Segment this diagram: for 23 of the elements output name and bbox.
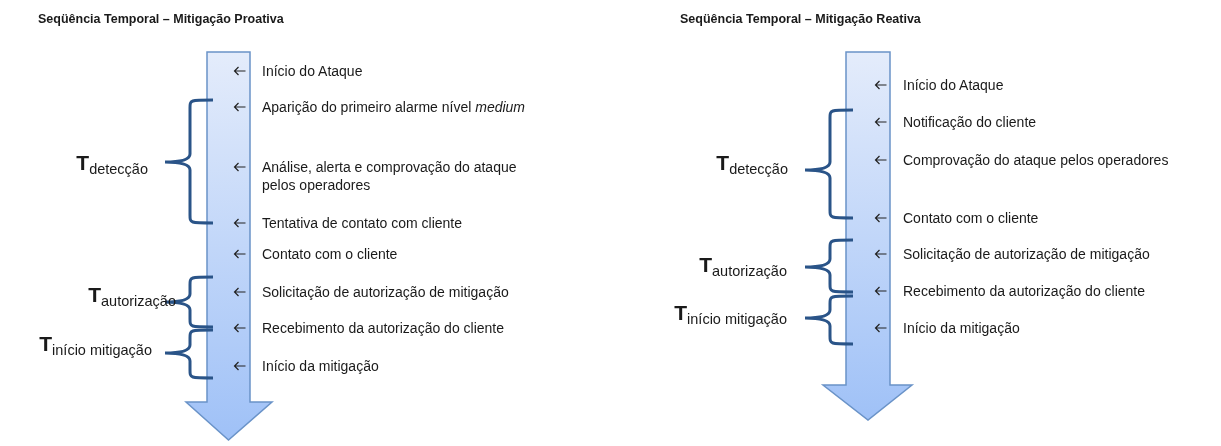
duration-label: T$_{autorização}$	[87, 284, 176, 311]
event-label: Aparição do primeiro alarme nível medium	[262, 98, 526, 116]
duration-label: T$_{autorização}$	[698, 254, 787, 281]
event-label: Início do Ataque	[903, 76, 1005, 94]
event-label: Início do Ataque	[262, 62, 364, 80]
event-label: Recebimento da autorização do cliente	[262, 319, 506, 337]
duration-label: T$_{início mitigação}$	[38, 333, 152, 360]
event-label: Solicitação de autorização de mitigação	[262, 283, 510, 301]
event-label: Início da mitigação	[903, 319, 1021, 337]
event-label: Recebimento da autorização do cliente	[903, 282, 1147, 300]
panel-title: Seqüência Temporal – Mitigação Proativa	[38, 11, 284, 28]
event-label: Início da mitigação	[262, 357, 380, 375]
event-label: Contato com o cliente	[903, 209, 1040, 227]
event-label: Tentativa de contato com cliente	[262, 214, 463, 232]
event-label: Notificação do cliente	[903, 113, 1038, 131]
event-label: Análise, alerta e comprovação do ataque pelos operadores	[262, 158, 518, 194]
event-label: Contato com o cliente	[262, 245, 399, 263]
duration-label: T$_{detecção}$	[715, 152, 788, 179]
panel-title: Seqüência Temporal – Mitigação Reativa	[680, 11, 921, 28]
event-label: Solicitação de autorização de mitigação	[903, 245, 1151, 263]
event-label: Comprovação do ataque pelos operadores	[903, 151, 1170, 169]
duration-label: T$_{início mitigação}$	[673, 302, 787, 329]
duration-label: T$_{detecção}$	[75, 152, 148, 179]
